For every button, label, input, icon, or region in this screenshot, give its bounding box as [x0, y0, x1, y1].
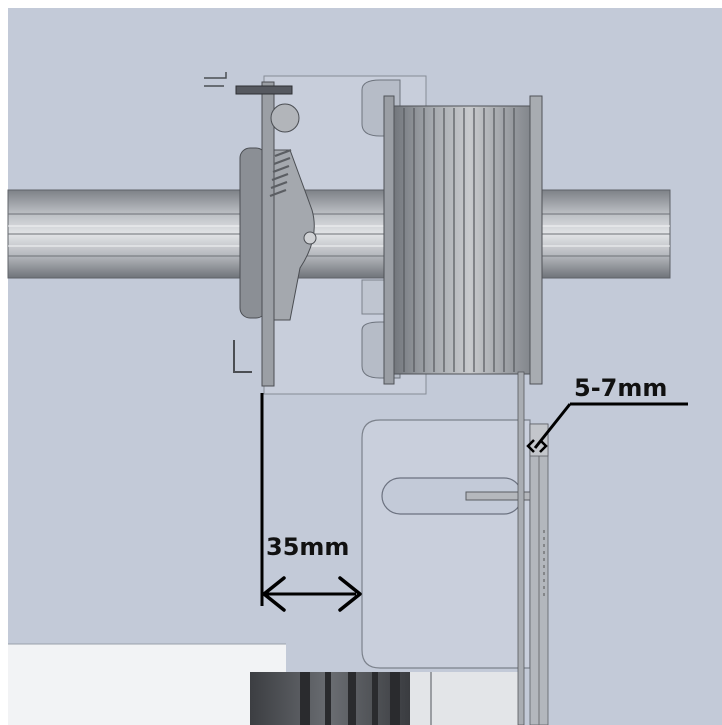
offset-dimension-label: 35mm [266, 533, 349, 561]
mounting-bracket [361, 419, 539, 669]
dimension-35mm: 35mm [260, 393, 362, 612]
bottom-rail [250, 672, 520, 725]
right-arrowhead [338, 576, 362, 612]
cable-drum [383, 95, 543, 385]
gap-arrowhead-right [539, 439, 548, 453]
gap-dimension-label: 5-7mm [574, 374, 667, 402]
cable-guide [517, 371, 549, 725]
left-arrowhead [262, 576, 286, 612]
gap-arrowhead-left [526, 439, 535, 453]
floor-panel [8, 644, 286, 725]
spring-tensioner [204, 72, 317, 387]
dimension-5-7mm: 5-7mm [526, 374, 688, 453]
shaft [7, 189, 671, 279]
